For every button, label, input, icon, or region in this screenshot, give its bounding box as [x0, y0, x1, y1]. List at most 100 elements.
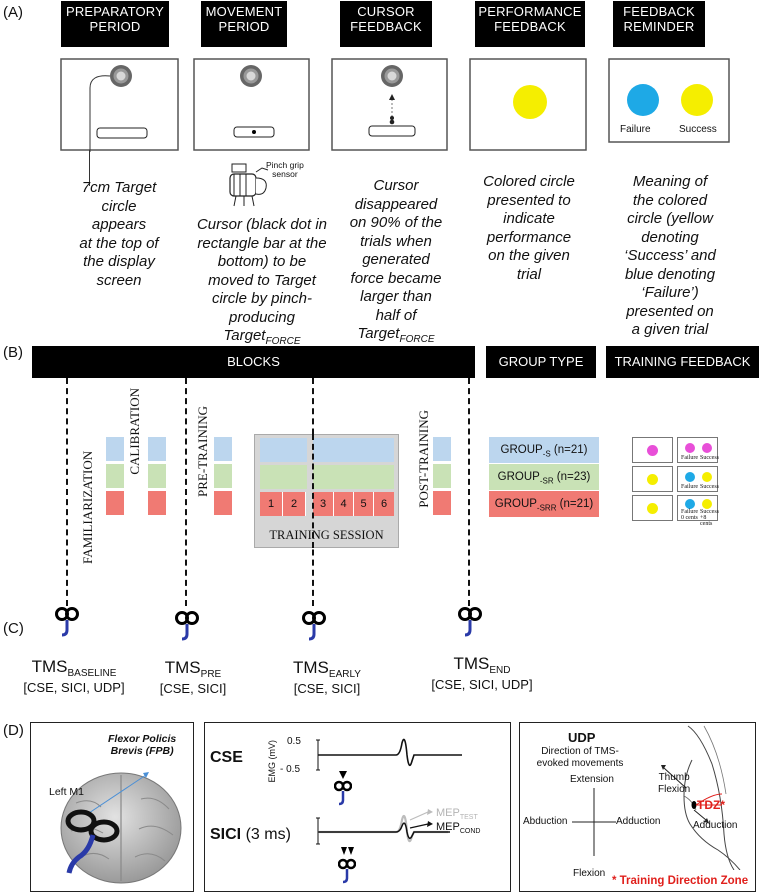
- group-sr-box: GROUP-SR (n=23): [489, 464, 599, 490]
- training-block-3: 3: [313, 492, 334, 516]
- feedback-s-box: [632, 437, 673, 463]
- calibration-block-green-1: [106, 464, 124, 488]
- training-block-1: 1: [260, 492, 283, 516]
- calibration-block-blue-1: [106, 437, 124, 461]
- feedback-success-label: Success: [700, 455, 719, 461]
- performance-feedback-screen: [469, 58, 587, 151]
- end-dashed-line: [468, 378, 470, 606]
- training-row-green-left: [260, 465, 307, 489]
- feedback-failure-label: Failure: [681, 455, 698, 461]
- tms-coil-icon: [175, 611, 199, 641]
- feedback-sr-box: [632, 466, 673, 492]
- extension-label: Extension: [570, 774, 614, 785]
- training-row-blue-right: [313, 438, 394, 462]
- group-type-header: GROUP TYPE: [486, 346, 596, 378]
- training-row-blue-left: [260, 438, 307, 462]
- training-session-label: TRAINING SESSION: [269, 528, 384, 542]
- blue-dot: [685, 499, 695, 509]
- tms-coil-icon: [334, 780, 352, 806]
- feedback-success-label: Success: [700, 484, 719, 490]
- training-block-4: 4: [334, 492, 354, 516]
- post-training-label: POST-TRAINING: [416, 410, 431, 508]
- magenta-dot: [702, 443, 712, 453]
- panel-a-letter: (A): [3, 4, 23, 21]
- training-block-5: 5: [354, 492, 374, 516]
- panel-c-letter: (C): [3, 620, 24, 637]
- adduction-label: Adduction: [616, 816, 661, 827]
- calibration-block-green-2: [148, 464, 166, 488]
- brain-panel: [30, 722, 194, 892]
- tdz-legend: * Training Direction Zone: [612, 875, 749, 887]
- direction-cross-icon: [572, 788, 616, 856]
- training-block-6: 6: [374, 492, 394, 516]
- pre-training-block-red: [214, 491, 232, 515]
- post-training-block-red: [433, 491, 451, 515]
- feedback-sr-reminder-box: Failure Success: [677, 466, 719, 492]
- udp-description: Direction of TMS-evoked movements: [536, 746, 624, 769]
- thumb-illustration: [661, 725, 741, 870]
- target-circle: [240, 65, 262, 87]
- target-circle: [381, 65, 403, 87]
- yellow-dot: [647, 503, 658, 514]
- feedback-reminder-screen: [608, 58, 730, 143]
- training-session-box: 1 2 3 4 5 6 TRAINING SESSION: [254, 434, 399, 548]
- tms-pre-label: TMSPRE [CSE, SICI]: [159, 658, 227, 696]
- pointer-line: [89, 150, 90, 186]
- training-block-2: 2: [283, 492, 306, 516]
- udp-panel: [519, 722, 756, 892]
- pre-training-block-green: [214, 464, 232, 488]
- tms-coil-icon: [458, 607, 482, 637]
- pre-dashed-line: [185, 378, 187, 606]
- sici-trace: [316, 809, 450, 845]
- panel-b-letter: (B): [3, 344, 23, 361]
- left-m1-label: Left M1: [49, 786, 85, 798]
- blocks-header: BLOCKS: [32, 346, 475, 378]
- double-pulse-arrow-icon: [341, 847, 354, 855]
- abduction-label: Abduction: [523, 816, 568, 827]
- magenta-dot: [647, 445, 658, 456]
- calibration-block-red-2: [148, 491, 166, 515]
- feedback-success-cents: Success+8 cents: [700, 509, 719, 527]
- movement-screen: [193, 58, 310, 151]
- mep-test-label: MEPTEST: [436, 807, 478, 822]
- pre-training-label: PRE-TRAINING: [195, 406, 210, 497]
- flexion-label: Flexion: [573, 868, 606, 879]
- yellow-dot: [647, 474, 658, 485]
- pre-training-block-blue: [214, 437, 232, 461]
- yellow-dot: [702, 499, 712, 509]
- target-circle: [110, 65, 132, 87]
- emg-axis-label: EMG (mV): [267, 740, 277, 783]
- reminder-success-label: Success: [679, 124, 717, 135]
- panel-d-letter: (D): [3, 722, 24, 739]
- yellow-dot: [702, 472, 712, 482]
- reminder-failure-label: Failure: [620, 124, 651, 135]
- cse-label: CSE: [210, 749, 243, 766]
- training-feedback-header: TRAINING FEEDBACK: [606, 346, 759, 378]
- sici-label: SICI (3 ms): [210, 826, 291, 843]
- preparatory-screen: [60, 58, 179, 152]
- tms-coil-icon: [65, 809, 120, 874]
- emg-bottom-tick: - 0.5: [280, 764, 301, 775]
- thumb-adduction-label: Adduction: [693, 820, 738, 831]
- magenta-dot: [685, 443, 695, 453]
- tms-coil-icon: [338, 858, 356, 884]
- tms-early-label: TMSEARLY [CSE, SICI]: [293, 658, 361, 696]
- tms-coil-icon: [55, 607, 79, 637]
- blue-dot: [685, 472, 695, 482]
- pinch-grip-hand-icon: [229, 163, 269, 207]
- feedback-srr-box: [632, 495, 673, 521]
